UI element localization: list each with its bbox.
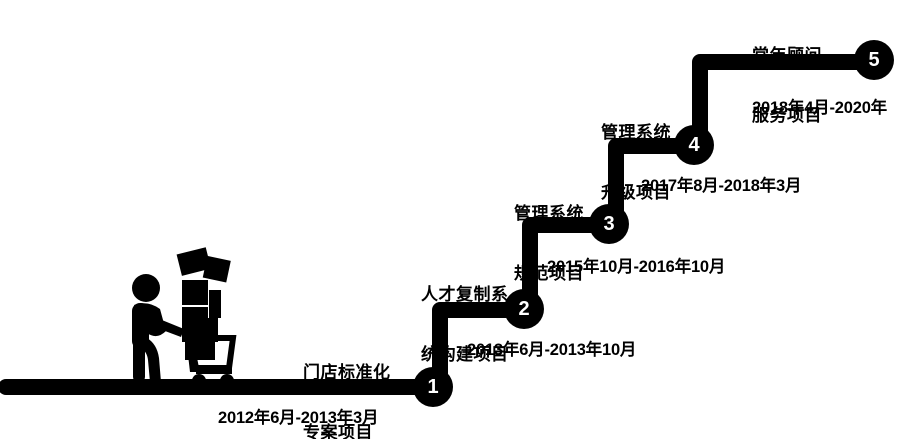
track-step-1-to-2 [432,302,532,395]
project-label-1-line2: 专案项目 [303,423,373,439]
project-label-4: 管理系统 升级项目 [601,83,671,243]
project-label-2-line2: 统构建项目 [421,345,509,365]
project-label-4-line1: 管理系统 [601,123,671,143]
date-label-5: 2018年4月-2020年 [752,99,887,117]
date-label-4: 2017年8月-2018年3月 [641,177,802,195]
date-label-1: 2012年6月-2013年3月 [218,409,379,427]
milestone-circle-4[interactable] [674,125,714,165]
box-lower-wide [182,318,218,342]
milestone-circle-2[interactable] [504,289,544,329]
box-mid-upper [182,280,208,305]
project-label-4-line2: 升级项目 [601,183,671,203]
project-label-1-line1: 门店标准化 [303,363,391,383]
box-tilted-right [202,255,231,283]
project-label-1: 门店标准化 专案项目 [303,323,391,439]
figure-arm [149,316,184,337]
figure-body [132,303,149,349]
project-label-2: 人才复制系 统构建项目 [421,245,509,405]
project-label-2-line1: 人才复制系 [421,285,509,305]
cart-frame [196,368,232,374]
cart-wheel-right [220,374,234,388]
milestone-circle-5[interactable] [854,40,894,80]
project-label-5-line2: 服务项目 [752,106,822,126]
figure-head [132,274,160,302]
cart-wheel-left [192,374,206,388]
date-label-2: 2013年6月-2013年10月 [467,341,637,359]
project-label-5-line1: 常年顾问 [752,46,822,66]
milestone-circles [413,40,894,407]
box-lowest [185,342,215,360]
project-label-3: 管理系统 规范项目 [514,164,584,324]
date-label-3: 2015年10月-2016年10月 [547,258,726,276]
project-label-5: 常年顾问 服务项目 [752,6,822,166]
milestone-circle-3[interactable] [589,204,629,244]
box-tall-right [209,290,221,318]
figure-leg-front [139,338,161,382]
timeline-track [0,54,882,395]
project-label-3-line1: 管理系统 [514,204,584,224]
track-step-4-to-5 [692,54,882,153]
track-step-3-to-4 [608,138,702,232]
milestone-circle-1[interactable] [413,367,453,407]
project-label-3-line2: 规范项目 [514,264,584,284]
shopper-with-cart-icon [132,247,237,388]
track-step-2-to-3 [522,217,617,317]
figure-leg-back [133,340,145,382]
box-tilted-left [176,247,212,276]
